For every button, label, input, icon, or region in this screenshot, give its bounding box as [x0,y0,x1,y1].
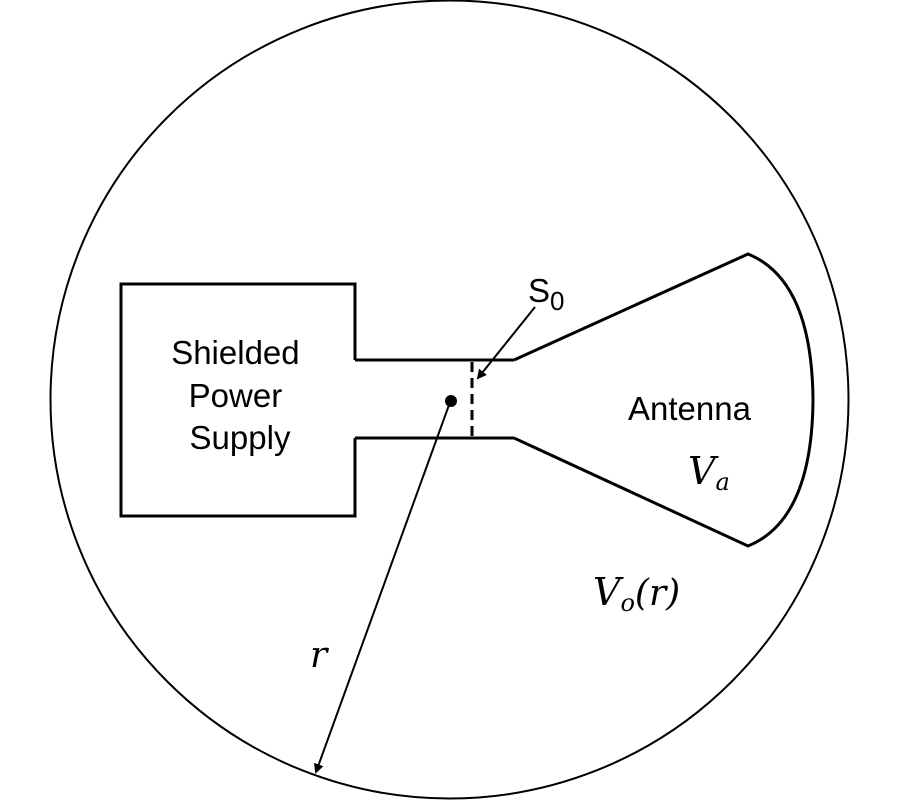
power-supply-label: Shielded Power Supply [171,334,309,456]
power-supply-label-line-3: Supply [190,419,291,456]
antenna-volume-subscript: a [715,468,729,496]
power-supply-outline [119,282,357,518]
antenna-outline [513,252,815,548]
outer-volume-symbol: V [593,570,624,614]
antenna-volume-symbol: V [688,449,719,493]
outer-volume-subscript: o [620,589,634,617]
surface-s0-label: S0 [528,272,564,316]
antenna-label: Antenna [628,390,752,427]
surface-s0-subscript: 0 [550,286,564,316]
power-supply-label-line-1: Shielded [171,334,299,371]
antenna-volume-label: Va [688,449,730,496]
outer-sphere-boundary [49,0,850,800]
surface-s0-pointer-arrow [476,306,536,380]
origin-point [445,395,457,407]
outer-volume-label: Vo(r) [593,570,680,617]
outer-volume-argument: (r) [635,573,680,614]
surface-s0-main: S [528,272,550,309]
power-supply-label-line-2: Power [189,377,283,414]
radius-arrow [314,404,450,774]
radius-label: r [310,635,329,676]
